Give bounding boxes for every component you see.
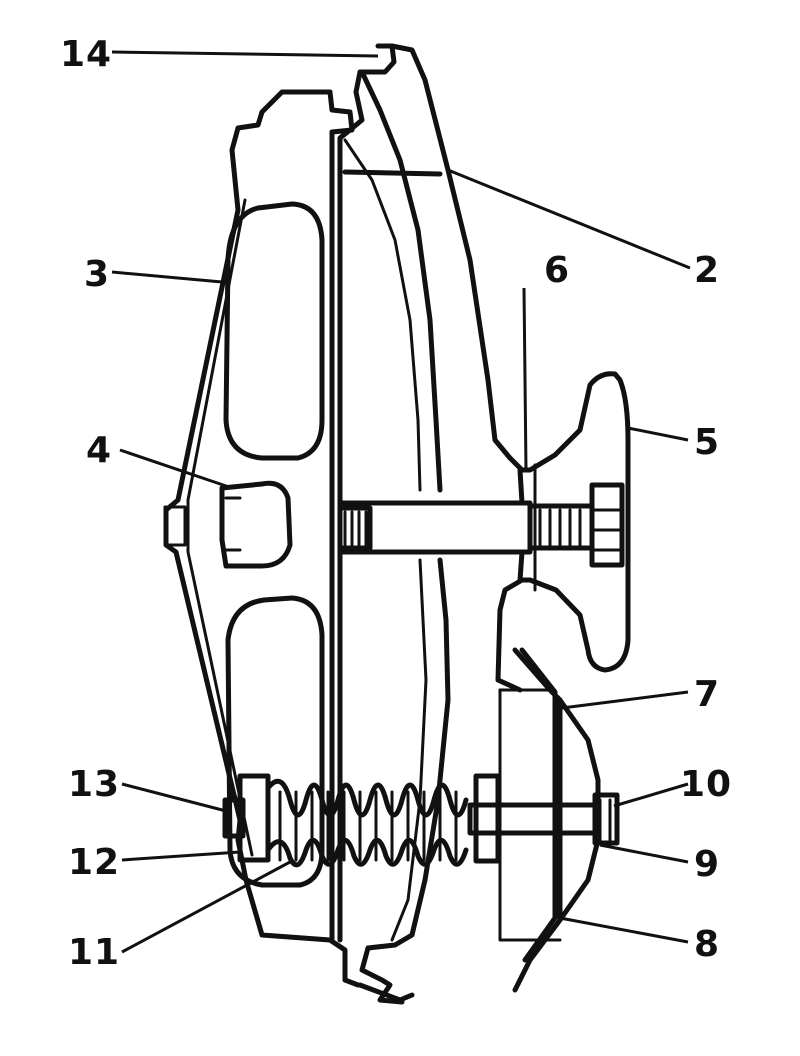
callout-9: 9 [694,844,720,885]
callout-6: 6 [544,250,570,291]
non-pressure-housing [163,89,361,988]
leader-10 [613,782,689,808]
leader-11 [121,860,291,954]
callout-3: 3 [84,254,110,295]
callout-13: 13 [68,764,120,805]
pressure-housing [337,43,525,1005]
leader-9 [599,843,689,864]
callout-14: 14 [60,34,112,75]
leader-14 [111,50,379,58]
callout-2: 2 [694,250,720,291]
callout-11: 11 [68,932,120,973]
leader-12 [121,850,241,862]
callout-4: 4 [86,430,112,471]
callout-12: 12 [68,842,120,883]
return-spring [222,773,469,868]
leader-4 [119,448,233,490]
leader-3 [111,270,223,284]
callout-10: 10 [680,764,732,805]
leader-lines [111,50,691,954]
leader-5 [627,426,689,442]
leader-2 [447,168,691,270]
callout-5: 5 [694,422,720,463]
clamp-ring [498,647,601,993]
callout-8: 8 [694,924,720,965]
leader-7 [561,690,689,710]
leader-13 [121,782,231,814]
callout-labels: 14 2 3 6 5 4 7 13 10 12 9 11 8 [60,34,732,973]
leader-6 [522,287,528,471]
mounting-bracket [495,371,631,693]
push-rod [337,482,625,568]
stud-bolt [467,773,620,864]
callout-7: 7 [694,674,720,715]
leader-8 [559,916,689,944]
